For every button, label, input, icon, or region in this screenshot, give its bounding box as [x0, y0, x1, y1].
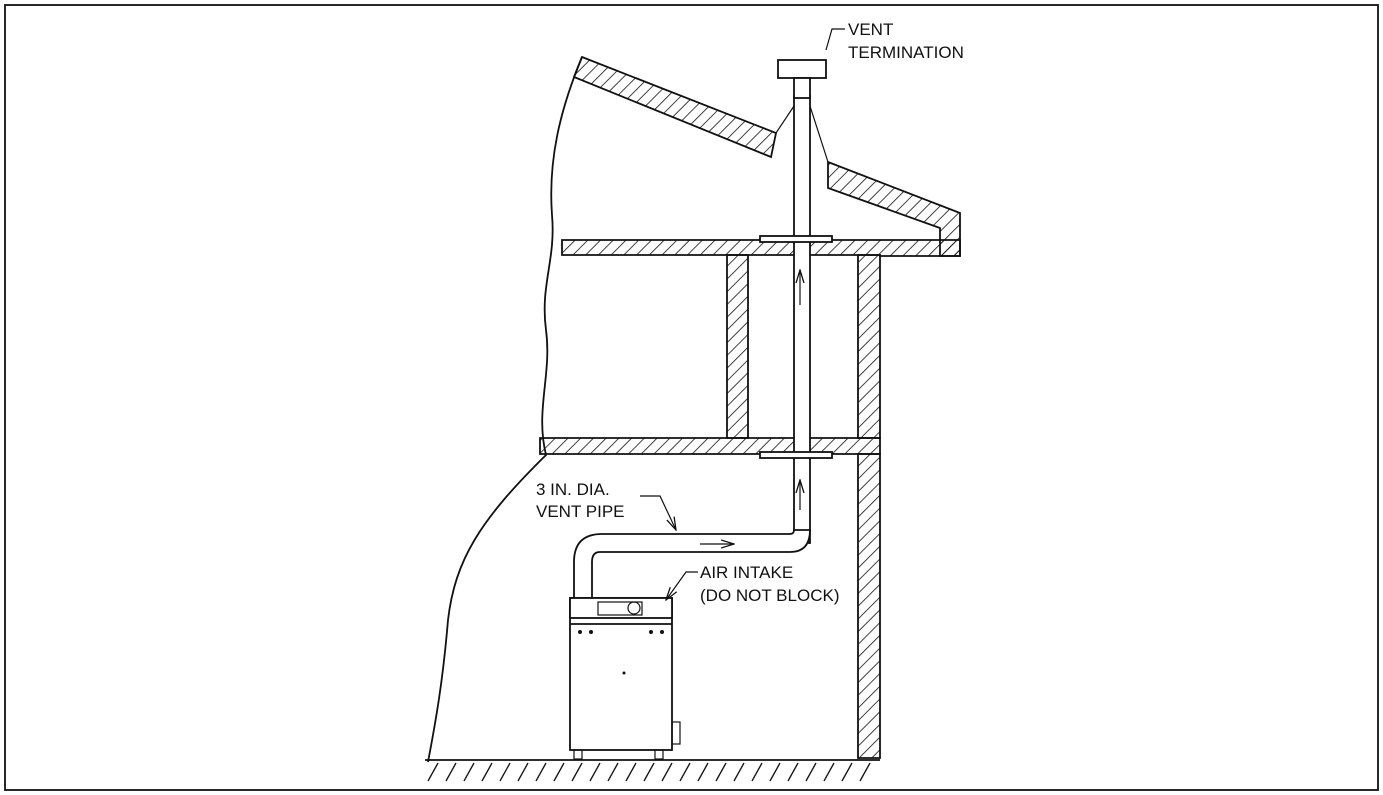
- ground-hatch-stroke: [823, 762, 835, 782]
- screw: [660, 630, 664, 634]
- ground-hatch-stroke: [481, 762, 493, 782]
- ground-hatch-stroke: [499, 762, 511, 782]
- vent-termination-neck: [793, 77, 811, 99]
- ground-hatch-stroke: [589, 762, 601, 782]
- break-line: [427, 56, 583, 763]
- ground-hatch-stroke: [859, 762, 871, 782]
- ground-hatch: [427, 762, 871, 782]
- ground-hatch-stroke: [751, 762, 763, 782]
- boiler-top-panel: [569, 597, 673, 619]
- ground-hatch-stroke: [661, 762, 673, 782]
- boiler-foot: [573, 749, 583, 760]
- ground-hatch-stroke: [427, 762, 439, 782]
- ground-hatch-stroke: [607, 762, 619, 782]
- boiler-unit: [569, 597, 681, 760]
- ground-hatch-stroke: [571, 762, 583, 782]
- leader-vent-pipe: [640, 495, 676, 530]
- indicator-dot: [622, 671, 626, 675]
- gas-valve: [671, 721, 681, 745]
- ground-hatch-stroke: [463, 762, 475, 782]
- screw: [589, 630, 593, 634]
- ground-hatch-stroke: [805, 762, 817, 782]
- ground-hatch-stroke: [535, 762, 547, 782]
- label-air-intake-2: (DO NOT BLOCK): [700, 586, 839, 605]
- leader-vent-termination: [825, 28, 845, 51]
- ground-hatch-stroke: [841, 762, 853, 782]
- screw: [649, 630, 653, 634]
- ground-hatch-stroke: [679, 762, 691, 782]
- vent-termination-cap: [777, 59, 827, 79]
- label-vent-pipe-2: VENT PIPE: [536, 502, 625, 521]
- chase-wall-right: [857, 254, 881, 439]
- flashing-left: [775, 105, 795, 134]
- boiler-cabinet: [569, 597, 673, 751]
- label-air-intake-1: AIR INTAKE: [700, 563, 793, 582]
- ground-hatch-stroke: [697, 762, 709, 782]
- leader-air-intake: [666, 571, 698, 600]
- temperature-dial: [627, 601, 641, 615]
- firestop-lower: [759, 451, 833, 459]
- flashing-right: [809, 105, 829, 163]
- page-border: [4, 4, 1379, 791]
- exterior-wall: [857, 453, 881, 759]
- chase-wall-left: [726, 254, 749, 439]
- boiler-foot: [654, 749, 664, 760]
- ground-hatch-stroke: [643, 762, 655, 782]
- label-vent-termination-2: TERMINATION: [848, 43, 964, 62]
- label-vent-termination-1: VENT: [848, 20, 893, 39]
- ground-hatch-stroke: [445, 762, 457, 782]
- label-vent-pipe-1: 3 IN. DIA.: [536, 480, 610, 499]
- ground-hatch-stroke: [517, 762, 529, 782]
- ground-hatch-stroke: [769, 762, 781, 782]
- vent-pipe-vertical: [793, 94, 811, 544]
- ground-hatch-stroke: [715, 762, 727, 782]
- screw: [578, 630, 582, 634]
- ground-hatch-stroke: [625, 762, 637, 782]
- ground-hatch-stroke: [733, 762, 745, 782]
- ground-hatch-stroke: [553, 762, 565, 782]
- firestop-upper: [759, 235, 833, 243]
- control-panel: [597, 601, 643, 616]
- roof-left: [572, 55, 778, 159]
- ground-hatch-stroke: [787, 762, 799, 782]
